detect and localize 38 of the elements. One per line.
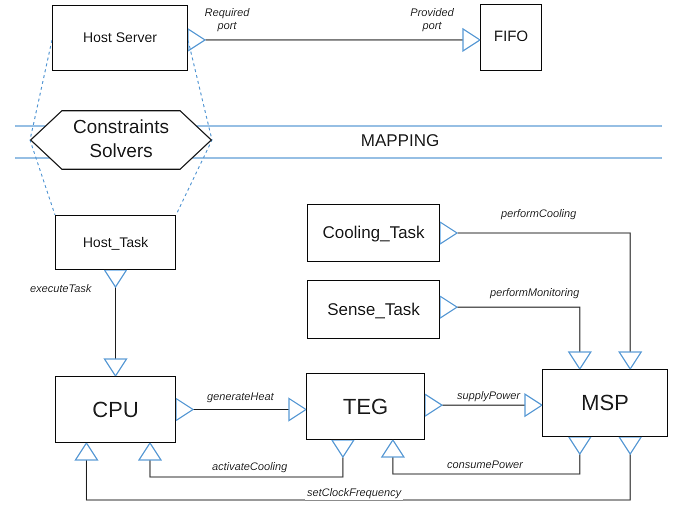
node-label: CPU <box>92 396 139 424</box>
port-connector <box>175 398 307 422</box>
port-connector <box>138 439 355 478</box>
port-connector <box>381 436 592 475</box>
node-label: Sense_Task <box>327 298 420 320</box>
node-label: Host Server <box>83 29 157 47</box>
port-connector <box>104 269 128 377</box>
port-connector <box>74 436 642 501</box>
edge-label: supplyPower <box>455 390 522 404</box>
edge-label: performMonitoring <box>488 287 582 300</box>
node-label: MSP <box>581 389 629 417</box>
component-box <box>307 204 440 262</box>
dotted-mapping-line <box>29 40 56 216</box>
edge-label: generateHeat <box>205 391 276 404</box>
dotted-mapping-line <box>176 40 213 216</box>
component-box <box>306 373 425 440</box>
node-label: Constraints Solvers <box>72 116 170 164</box>
component-box <box>542 369 668 437</box>
node-label: Cooling_Task <box>322 222 425 244</box>
node-label: Host_Task <box>82 234 148 252</box>
port-connector <box>187 28 481 52</box>
component-box <box>55 215 176 270</box>
edge-label: performCooling <box>499 208 578 222</box>
component-box <box>55 376 176 443</box>
edge-label: setClockFrequency <box>305 487 404 500</box>
node-label: TEG <box>342 392 388 420</box>
port-connector <box>439 296 592 370</box>
hexagon-shape <box>30 110 212 170</box>
component-box <box>480 4 542 71</box>
port-connector <box>439 221 642 370</box>
port-label: Provided port <box>409 7 455 32</box>
port-connector <box>424 394 543 417</box>
component-box <box>52 5 188 71</box>
edge-label: activateCooling <box>210 461 290 474</box>
mapping-label: MAPPING <box>360 131 440 152</box>
port-label: Required port <box>204 7 251 32</box>
component-box <box>307 280 440 339</box>
node-label: FIFO <box>494 28 528 47</box>
